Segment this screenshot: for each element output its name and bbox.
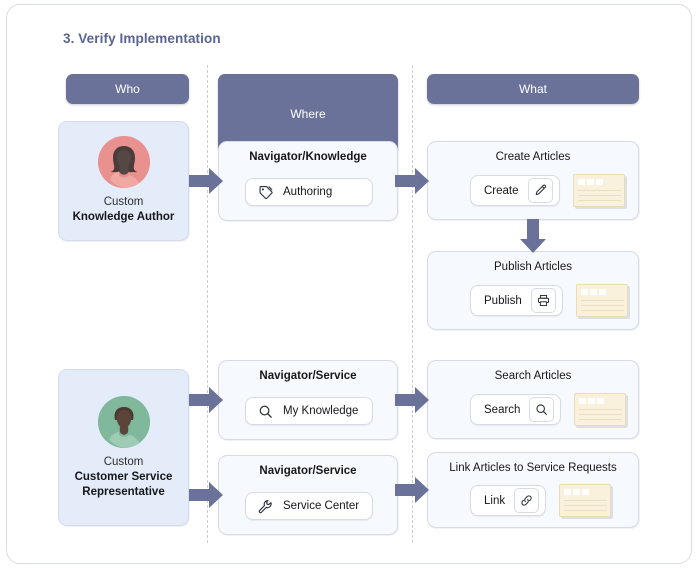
avatar-male-green — [97, 396, 150, 448]
what-action-label: Create — [484, 184, 519, 197]
arrow-csr-to-service-center — [189, 482, 223, 508]
where-card-navigator-knowledge: Navigator/Knowledge Authoring — [218, 141, 398, 221]
column-header-where-label: Where — [290, 107, 326, 121]
wrench-icon — [258, 499, 273, 514]
diagram-frame: 3. Verify Implementation Who Where What … — [6, 4, 692, 564]
column-divider-where-what — [412, 65, 413, 543]
what-card-title: Link Articles to Service Requests — [449, 462, 617, 474]
column-header-what: What — [427, 74, 639, 104]
where-card-navigator-service-service-center: Navigator/Service Service Center — [218, 455, 398, 535]
what-card-title: Publish Articles — [494, 261, 572, 273]
persona-name: Customer Service Representative — [74, 471, 173, 499]
where-action-service-center[interactable]: Service Center — [245, 492, 373, 520]
what-action-create[interactable]: Create — [470, 175, 560, 206]
article-thumbnail — [559, 484, 612, 517]
what-card-search-articles: Search Articles Search — [427, 360, 639, 439]
tag-icon — [258, 185, 273, 200]
column-header-what-label: What — [518, 82, 547, 96]
persona-card-knowledge-author: Custom Knowledge Author — [58, 121, 189, 241]
article-thumbnail — [575, 284, 628, 317]
what-action-label: Link — [484, 494, 506, 507]
pencil-icon[interactable] — [527, 178, 553, 203]
what-action-publish[interactable]: Publish — [470, 285, 563, 316]
what-action-link[interactable]: Link — [470, 485, 547, 516]
what-card-title: Search Articles — [494, 370, 572, 382]
where-action-authoring[interactable]: Authoring — [245, 178, 373, 206]
persona-name: Knowledge Author — [72, 211, 175, 224]
printer-icon[interactable] — [530, 288, 556, 313]
arrow-service-center-to-link — [395, 477, 429, 503]
persona-card-customer-service-representative: Custom Customer Service Representative — [58, 369, 189, 526]
where-action-label: My Knowledge — [283, 405, 359, 417]
what-action-search[interactable]: Search — [470, 394, 562, 425]
what-card-create-articles: Create Articles Create — [427, 141, 639, 220]
where-action-label: Authoring — [283, 186, 333, 198]
persona-qualifier: Custom — [103, 196, 144, 208]
what-card-title: Create Articles — [495, 151, 571, 163]
what-card-link-articles-to-service-requests: Link Articles to Service Requests Link — [427, 452, 639, 528]
column-header-who-label: Who — [115, 82, 140, 96]
where-card-title: Navigator/Service — [259, 465, 357, 477]
page-title: 3. Verify Implementation — [63, 31, 221, 46]
arrow-csr-to-my-knowledge — [189, 387, 223, 413]
avatar-female-pink — [97, 136, 150, 188]
link-icon[interactable] — [514, 488, 540, 513]
article-thumbnail — [572, 174, 625, 207]
column-header-where: Where — [218, 74, 398, 154]
arrow-my-knowledge-to-search — [395, 387, 429, 413]
where-card-title: Navigator/Knowledge — [249, 151, 367, 163]
what-card-publish-articles: Publish Articles Publish — [427, 251, 639, 330]
arrow-knowledge-to-create — [395, 168, 429, 194]
where-card-navigator-service-my-knowledge: Navigator/Service My Knowledge — [218, 360, 398, 440]
search-icon[interactable] — [529, 397, 555, 422]
arrow-create-to-publish — [520, 219, 546, 253]
what-action-label: Search — [484, 403, 521, 416]
where-action-label: Service Center — [283, 500, 360, 512]
what-action-label: Publish — [484, 294, 522, 307]
column-header-who: Who — [66, 74, 189, 104]
article-thumbnail — [574, 393, 627, 426]
column-divider-who-where — [207, 65, 208, 543]
arrow-author-to-knowledge — [189, 168, 223, 194]
persona-qualifier: Custom — [103, 456, 144, 468]
where-action-my-knowledge[interactable]: My Knowledge — [245, 397, 373, 425]
search-icon — [258, 404, 273, 419]
where-card-title: Navigator/Service — [259, 370, 357, 382]
